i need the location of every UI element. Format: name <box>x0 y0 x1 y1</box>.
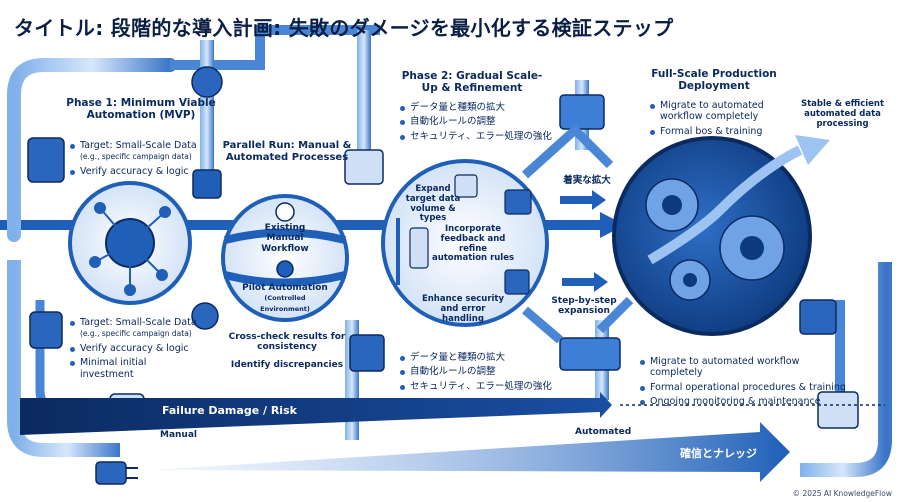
phase2-bullet: セキュリティ、エラー処理の強化 <box>400 131 560 142</box>
pipe-top-mid <box>170 25 380 70</box>
phase2-bullet: セキュリティ、エラー処理の強化 <box>400 381 570 392</box>
phase2-security-label: Enhance security and error handling <box>421 294 505 324</box>
parallel-heading: Parallel Run: Manual & Automated Process… <box>222 140 352 163</box>
arrow-step-expansion <box>562 272 608 292</box>
pipe-top-left <box>7 58 177 242</box>
pipe-connector-top <box>559 94 605 130</box>
automated-label: Automated <box>575 427 632 437</box>
connector-box-left <box>27 137 65 183</box>
manual-workflow-label: Existing Manual Workflow <box>261 223 309 254</box>
phase2-bullet: データ量と種類の拡大 <box>400 352 570 363</box>
phase1-bullet: Minimal initial investment <box>70 357 200 380</box>
main-flow-arrowhead <box>600 212 625 238</box>
page-title: タイトル: 段階的な導入計画: 失敗のダメージを最小化する検証ステップ <box>14 16 674 40</box>
fullscale-bullets-top: Migrate to automated workflow completely… <box>650 100 780 140</box>
pipe-vertical-2 <box>357 30 371 180</box>
phase1-bullet: Verify accuracy & logic <box>70 343 200 354</box>
phase2-bullets-bottom: データ量と種類の拡大 自動化ルールの調整 セキュリティ、エラー処理の強化 <box>400 352 570 395</box>
plug-icon <box>95 461 127 485</box>
phase1-bullet: Target: Small-Scale Data(e.g., specific … <box>70 140 200 163</box>
copyright-footer: © 2025 AI KnowledgeFlow <box>792 489 892 498</box>
fullscale-bullet: Ongoing monitoring & maintenance <box>640 396 850 407</box>
phase2-expand-label: Expand target data volume & types <box>405 184 461 224</box>
phase2-bullet: データ量と種類の拡大 <box>400 102 560 113</box>
fullscale-bullet: Migrate to automated workflow completely <box>650 100 780 123</box>
valve-icon <box>191 66 223 98</box>
risk-label: Failure Damage / Risk <box>162 404 297 417</box>
arrow-steady-expansion <box>560 190 606 210</box>
discrepancy-note: Identify discrepancies <box>230 360 344 370</box>
phase2-feedback-label: Incorporate feedback and refine automati… <box>431 224 515 264</box>
phase1-bullet: Verify accuracy & logic <box>70 166 200 177</box>
pipe-bottom-left <box>7 260 120 457</box>
crosscheck-note: Cross-check results for consistency <box>228 332 346 353</box>
growth-arrowhead <box>795 135 830 165</box>
fullscale-heading: Full-Scale Production Deployment <box>651 68 777 93</box>
phase1-heading: Phase 1: Minimum Viable Automation (MVP) <box>66 97 216 122</box>
confidence-label: 確信とナレッジ <box>680 447 757 460</box>
pipe-right <box>800 262 892 477</box>
phase2-bullet: 自動化ルールの調整 <box>400 366 570 377</box>
fullscale-bullets-bottom: Migrate to automated workflow completely… <box>640 356 850 411</box>
confidence-arrow <box>150 422 790 482</box>
risk-arrow <box>20 392 612 435</box>
steady-expansion-label: 着実な拡大 <box>563 175 611 186</box>
parallel-circle <box>221 194 349 322</box>
manual-label: Manual <box>160 430 198 440</box>
fullscale-bullet: Formal operational procedures & training <box>640 382 850 393</box>
stable-processing-label: Stable & efficient automated data proces… <box>800 99 885 129</box>
puzzle-piece <box>559 337 621 371</box>
phase1-bullet: Target: Small-Scale Data(e.g., specific … <box>70 317 200 340</box>
phase2-bullets-top: データ量と種類の拡大 自動化ルールの調整 セキュリティ、エラー処理の強化 <box>400 102 560 145</box>
fullscale-bullet: Migrate to automated workflow completely <box>640 356 850 379</box>
pilot-automation-label: Pilot Automation(Controlled Environment) <box>242 283 328 313</box>
phase1-bullets-bottom: Target: Small-Scale Data(e.g., specific … <box>70 317 200 383</box>
step-expansion-label: Step-by-step expansion <box>551 296 617 317</box>
phase2-bullet: 自動化ルールの調整 <box>400 116 560 127</box>
phase2-heading: Phase 2: Gradual Scale-Up & Refinement <box>401 70 543 95</box>
fullscale-bullet: Formal bos & training <box>650 126 780 137</box>
phase1-bullets-top: Target: Small-Scale Data(e.g., specific … <box>70 140 200 180</box>
